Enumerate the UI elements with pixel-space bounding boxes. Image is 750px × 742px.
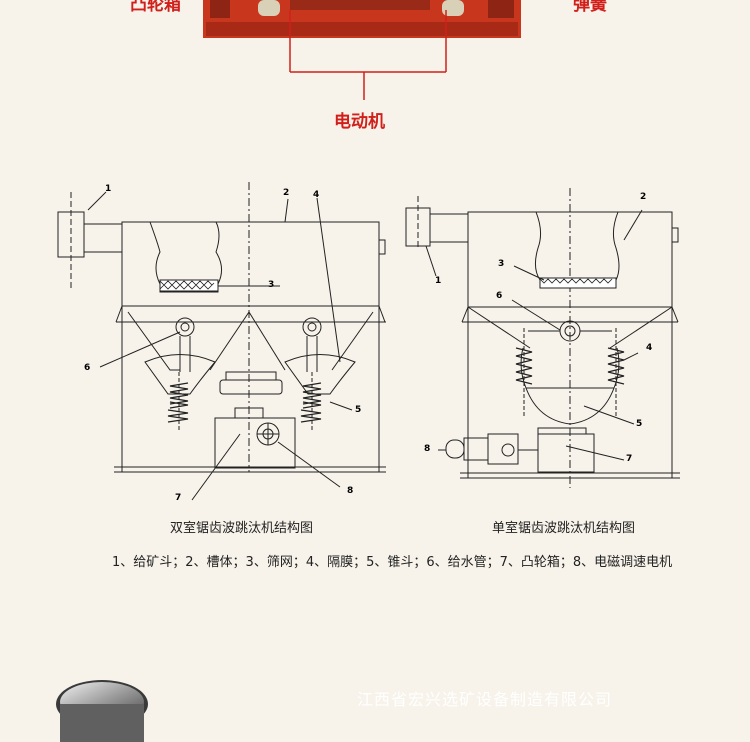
left-number-3: 3: [268, 280, 275, 290]
right-number-3: 3: [498, 259, 505, 269]
left-number-1: 1: [105, 184, 112, 194]
right-number-6: 6: [496, 291, 503, 301]
left-number-8: 8: [347, 486, 354, 496]
double-chamber-jig-diagram: [57, 182, 386, 501]
right-number-8: 8: [424, 444, 431, 454]
left-number-6: 6: [84, 363, 91, 373]
company-watermark: 江西省宏兴选矿设备制造有限公司: [357, 690, 613, 709]
photo-label-motor: 电动机: [334, 112, 385, 132]
left-number-7: 7: [175, 493, 182, 503]
single-chamber-jig-diagram: [405, 188, 680, 488]
machine-photo: 凸轮箱 弹簧 电动机: [0, 0, 750, 140]
diagram-legend: 1、给矿斗；2、槽体；3、筛网；4、隔膜；5、锥斗；6、给水管；7、凸轮箱；8、…: [112, 555, 673, 570]
left-number-4: 4: [313, 190, 320, 200]
right-number-5: 5: [636, 419, 643, 429]
right-number-2: 2: [640, 192, 647, 202]
right-number-7: 7: [626, 454, 633, 464]
left-number-2: 2: [283, 188, 290, 198]
photo-label-right: 弹簧: [573, 0, 607, 15]
photo-label-left: 凸轮箱: [130, 0, 181, 15]
left-number-5: 5: [355, 405, 362, 415]
right-diagram-title: 单室锯齿波跳汰机结构图: [492, 521, 636, 536]
right-number-4: 4: [646, 343, 653, 353]
left-diagram-title: 双室锯齿波跳汰机结构图: [170, 521, 314, 536]
right-number-1: 1: [435, 276, 442, 286]
